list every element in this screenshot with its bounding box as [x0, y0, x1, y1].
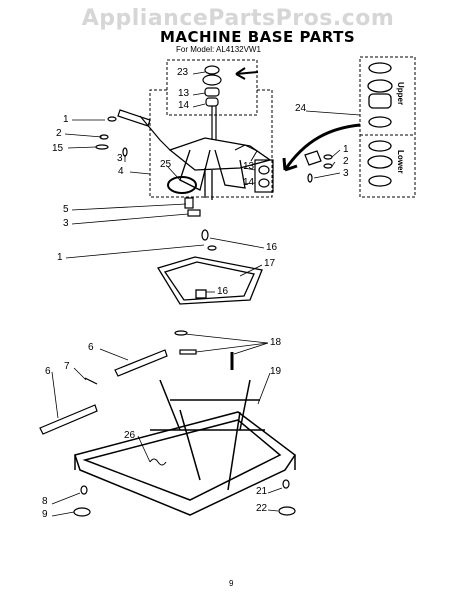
callout-14-right: 14 — [243, 177, 255, 188]
pump-parts — [202, 65, 222, 140]
leader-lines — [51, 71, 361, 517]
callout-17: 17 — [264, 258, 276, 269]
inset-parts — [367, 62, 393, 187]
callout-6-lower: 6 — [45, 366, 51, 377]
upright-arms — [39, 330, 234, 435]
inset-box — [359, 56, 416, 198]
callout-16-lower: 16 — [217, 286, 229, 297]
callout-3: 3 — [117, 153, 123, 164]
belt — [167, 176, 197, 194]
arrow-to-pump — [235, 71, 259, 75]
callout-21: 21 — [256, 486, 268, 497]
callout-19: 19 — [270, 366, 282, 377]
arrow-to-inset — [283, 123, 361, 171]
callout-9: 9 — [42, 509, 48, 520]
callout-1: 1 — [63, 114, 69, 125]
callout-8: 8 — [42, 496, 48, 507]
callout-22: 22 — [256, 503, 268, 514]
watermark: AppliancePartsPros.com — [81, 6, 395, 31]
callout-25: 25 — [160, 159, 172, 170]
callout-16: 16 — [266, 242, 278, 253]
callout-5: 5 — [63, 204, 69, 215]
callout-13: 13 — [178, 88, 190, 99]
base-plate — [157, 256, 263, 305]
callout-13-right: 13 — [243, 161, 255, 172]
left-clamp — [95, 109, 171, 157]
callout-6: 6 — [88, 342, 94, 353]
callout-3-lower: 3 — [63, 218, 69, 229]
callout-24: 24 — [295, 103, 307, 114]
model-subtitle: For Model: AL4132VW1 — [176, 45, 261, 54]
callout-26: 26 — [124, 430, 136, 441]
machine-frame — [74, 379, 297, 516]
callout-3-right: 3 — [343, 168, 349, 179]
page-number: 9 — [229, 579, 234, 588]
inset-lower-label: Lower — [396, 150, 405, 174]
callout-2-right: 2 — [343, 156, 349, 167]
callout-4: 4 — [118, 166, 124, 177]
callout-23: 23 — [177, 67, 189, 78]
callout-15: 15 — [52, 143, 64, 154]
callout-18: 18 — [270, 337, 282, 348]
callout-2: 2 — [56, 128, 62, 139]
diagram-title: MACHINE BASE PARTS — [160, 28, 356, 46]
callout-1-lower: 1 — [57, 252, 63, 263]
callout-1-right: 1 — [343, 144, 349, 155]
callout-14: 14 — [178, 100, 190, 111]
callout-7: 7 — [64, 361, 70, 372]
spring-parts — [184, 197, 217, 251]
inset-upper-label: Upper — [396, 82, 405, 106]
